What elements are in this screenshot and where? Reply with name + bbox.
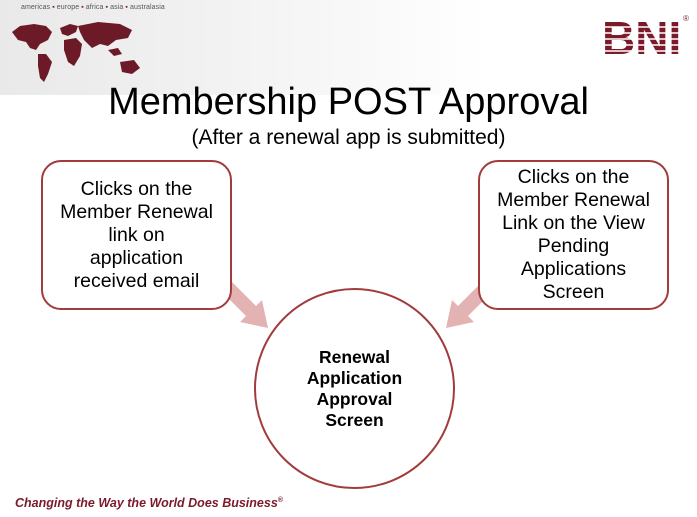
header-band xyxy=(0,0,697,95)
center-line: Application xyxy=(306,367,403,388)
right-box-line: Pending xyxy=(537,235,610,257)
region-australasia: australasia xyxy=(129,4,165,11)
slide-subtitle: (After a renewal app is submitted) xyxy=(191,126,506,149)
center-line: Screen xyxy=(325,409,384,430)
svg-text:®: ® xyxy=(683,14,689,23)
right-box-line: Link on the View xyxy=(502,212,645,234)
approval-screen-circle: Renewal Application Approval Screen xyxy=(254,288,455,489)
region-africa: africa xyxy=(85,4,104,11)
right-box-line: Screen xyxy=(542,281,605,303)
tagline-text: Changing the Way the World Does Business xyxy=(15,496,278,510)
right-box-line: Clicks on the xyxy=(517,166,630,188)
left-box-line: link on xyxy=(108,223,165,246)
region-list: americas▪europe▪africa▪asia▪australasia xyxy=(21,4,165,11)
slide-title: Membership POST Approval xyxy=(108,81,589,123)
region-americas: americas xyxy=(21,4,51,11)
left-box-line: Clicks on the xyxy=(80,177,193,200)
center-line: Renewal xyxy=(319,346,390,367)
left-trigger-box: Clicks on the Member Renewal link on app… xyxy=(41,160,232,310)
region-europe: europe xyxy=(56,4,80,11)
footer-tagline: Changing the Way the World Does Business… xyxy=(15,496,283,510)
right-box-line: Member Renewal xyxy=(497,189,650,211)
right-box-line: Applications xyxy=(520,258,627,280)
left-box-line: received email xyxy=(73,269,200,292)
left-box-line: Member Renewal xyxy=(60,200,213,223)
center-line: Approval xyxy=(316,388,393,409)
registered-mark: ® xyxy=(277,496,283,504)
arrow-left-icon xyxy=(222,282,268,328)
right-trigger-box: Clicks on the Member Renewal Link on the… xyxy=(478,160,669,310)
bni-logo: BNI ® xyxy=(600,12,692,58)
world-map-icon xyxy=(12,22,140,82)
region-asia: asia xyxy=(110,4,124,11)
left-box-line: application xyxy=(89,246,184,269)
